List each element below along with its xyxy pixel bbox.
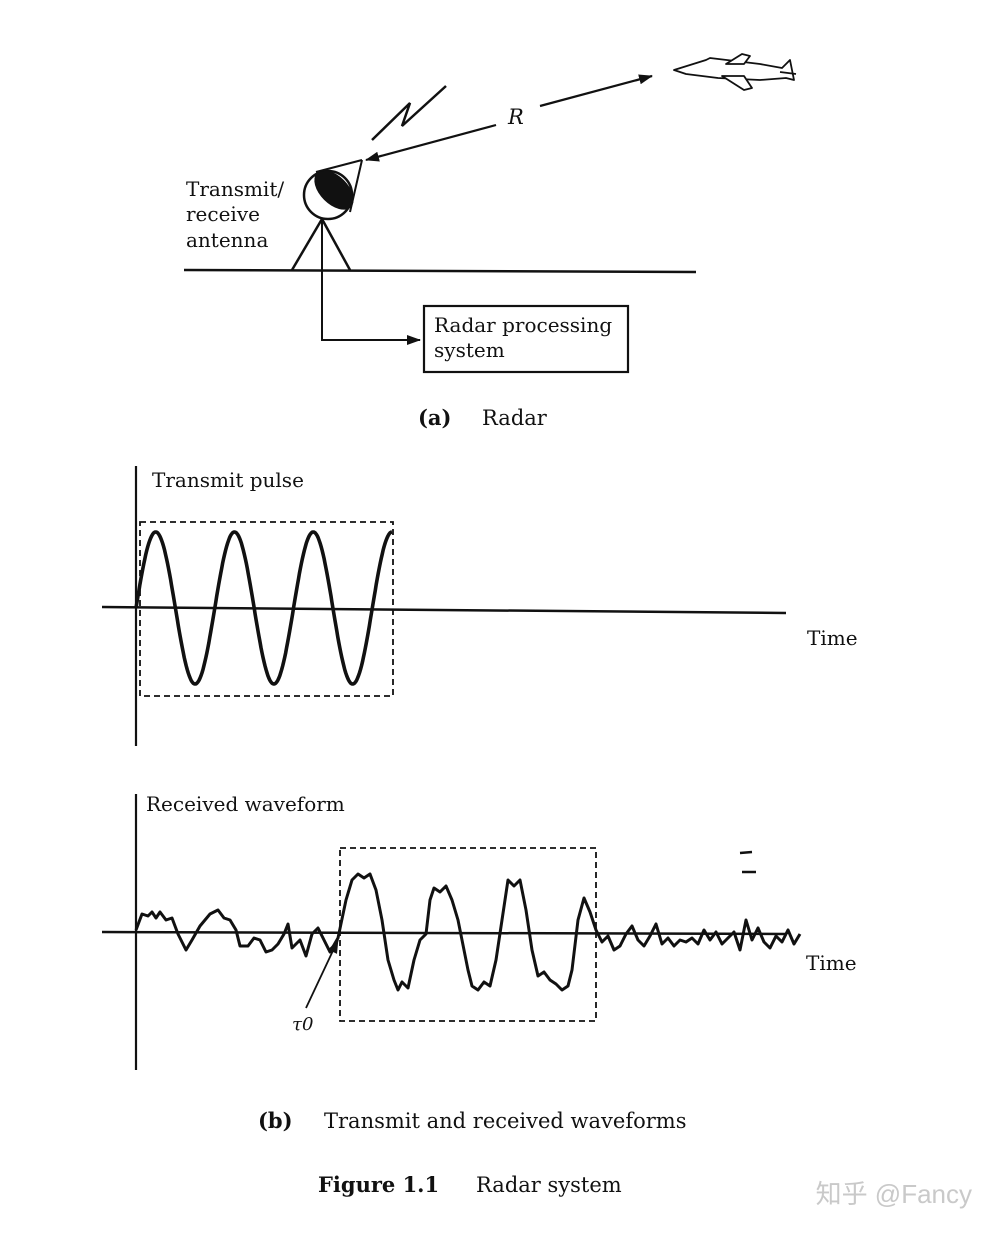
transmit-time-axis xyxy=(101,605,787,615)
airplane-icon xyxy=(673,53,797,91)
received-plot: Received waveform Time τ0 xyxy=(101,792,857,1070)
scan-mark-top xyxy=(739,850,753,855)
feed-line xyxy=(321,270,421,345)
range-arrow-return xyxy=(365,123,497,162)
delay-label: τ0 xyxy=(292,1014,313,1035)
transmit-sine-wave xyxy=(134,530,393,686)
figure-title: Radar system xyxy=(476,1173,622,1197)
caption-a-text: Radar xyxy=(482,406,548,430)
range-label: R xyxy=(507,105,524,129)
watermark: 知乎 @Fancy xyxy=(816,1179,972,1209)
caption-b-text: Transmit and received waveforms xyxy=(324,1109,687,1133)
caption-b-tag: (b) xyxy=(258,1108,293,1133)
delay-pointer xyxy=(305,939,339,1009)
antenna-dish-icon xyxy=(290,159,363,271)
antenna-label-line-1: Transmit/ xyxy=(186,177,284,201)
antenna-label-line-3: antenna xyxy=(186,228,268,252)
figure-number: Figure 1.1 xyxy=(318,1172,439,1197)
antenna-label-line-2: receive xyxy=(186,202,260,226)
emission-bolt-icon xyxy=(371,85,447,141)
processing-label: Radar processing system xyxy=(434,313,619,362)
received-time-label: Time xyxy=(806,951,857,975)
range-arrow-outgoing xyxy=(539,74,653,108)
antenna-label: Transmit/ receive antenna xyxy=(186,177,290,252)
transmit-plot: Transmit pulse Time xyxy=(101,466,858,746)
caption-a-tag: (a) xyxy=(418,405,451,430)
transmit-pulse-label: Transmit pulse xyxy=(152,468,304,492)
ground-line xyxy=(183,268,697,274)
processing-label-line-1: Radar processing xyxy=(434,313,612,337)
processing-label-line-2: system xyxy=(434,338,505,362)
radar-scene: R Transmit/ receive antenna xyxy=(183,53,797,430)
received-waveform-label: Received waveform xyxy=(146,792,345,816)
received-noisy-waveform xyxy=(134,872,802,992)
received-time-axis xyxy=(101,930,787,936)
transmit-time-label: Time xyxy=(807,626,858,650)
transmit-pulse-window xyxy=(139,521,394,697)
processing-box xyxy=(422,304,630,374)
